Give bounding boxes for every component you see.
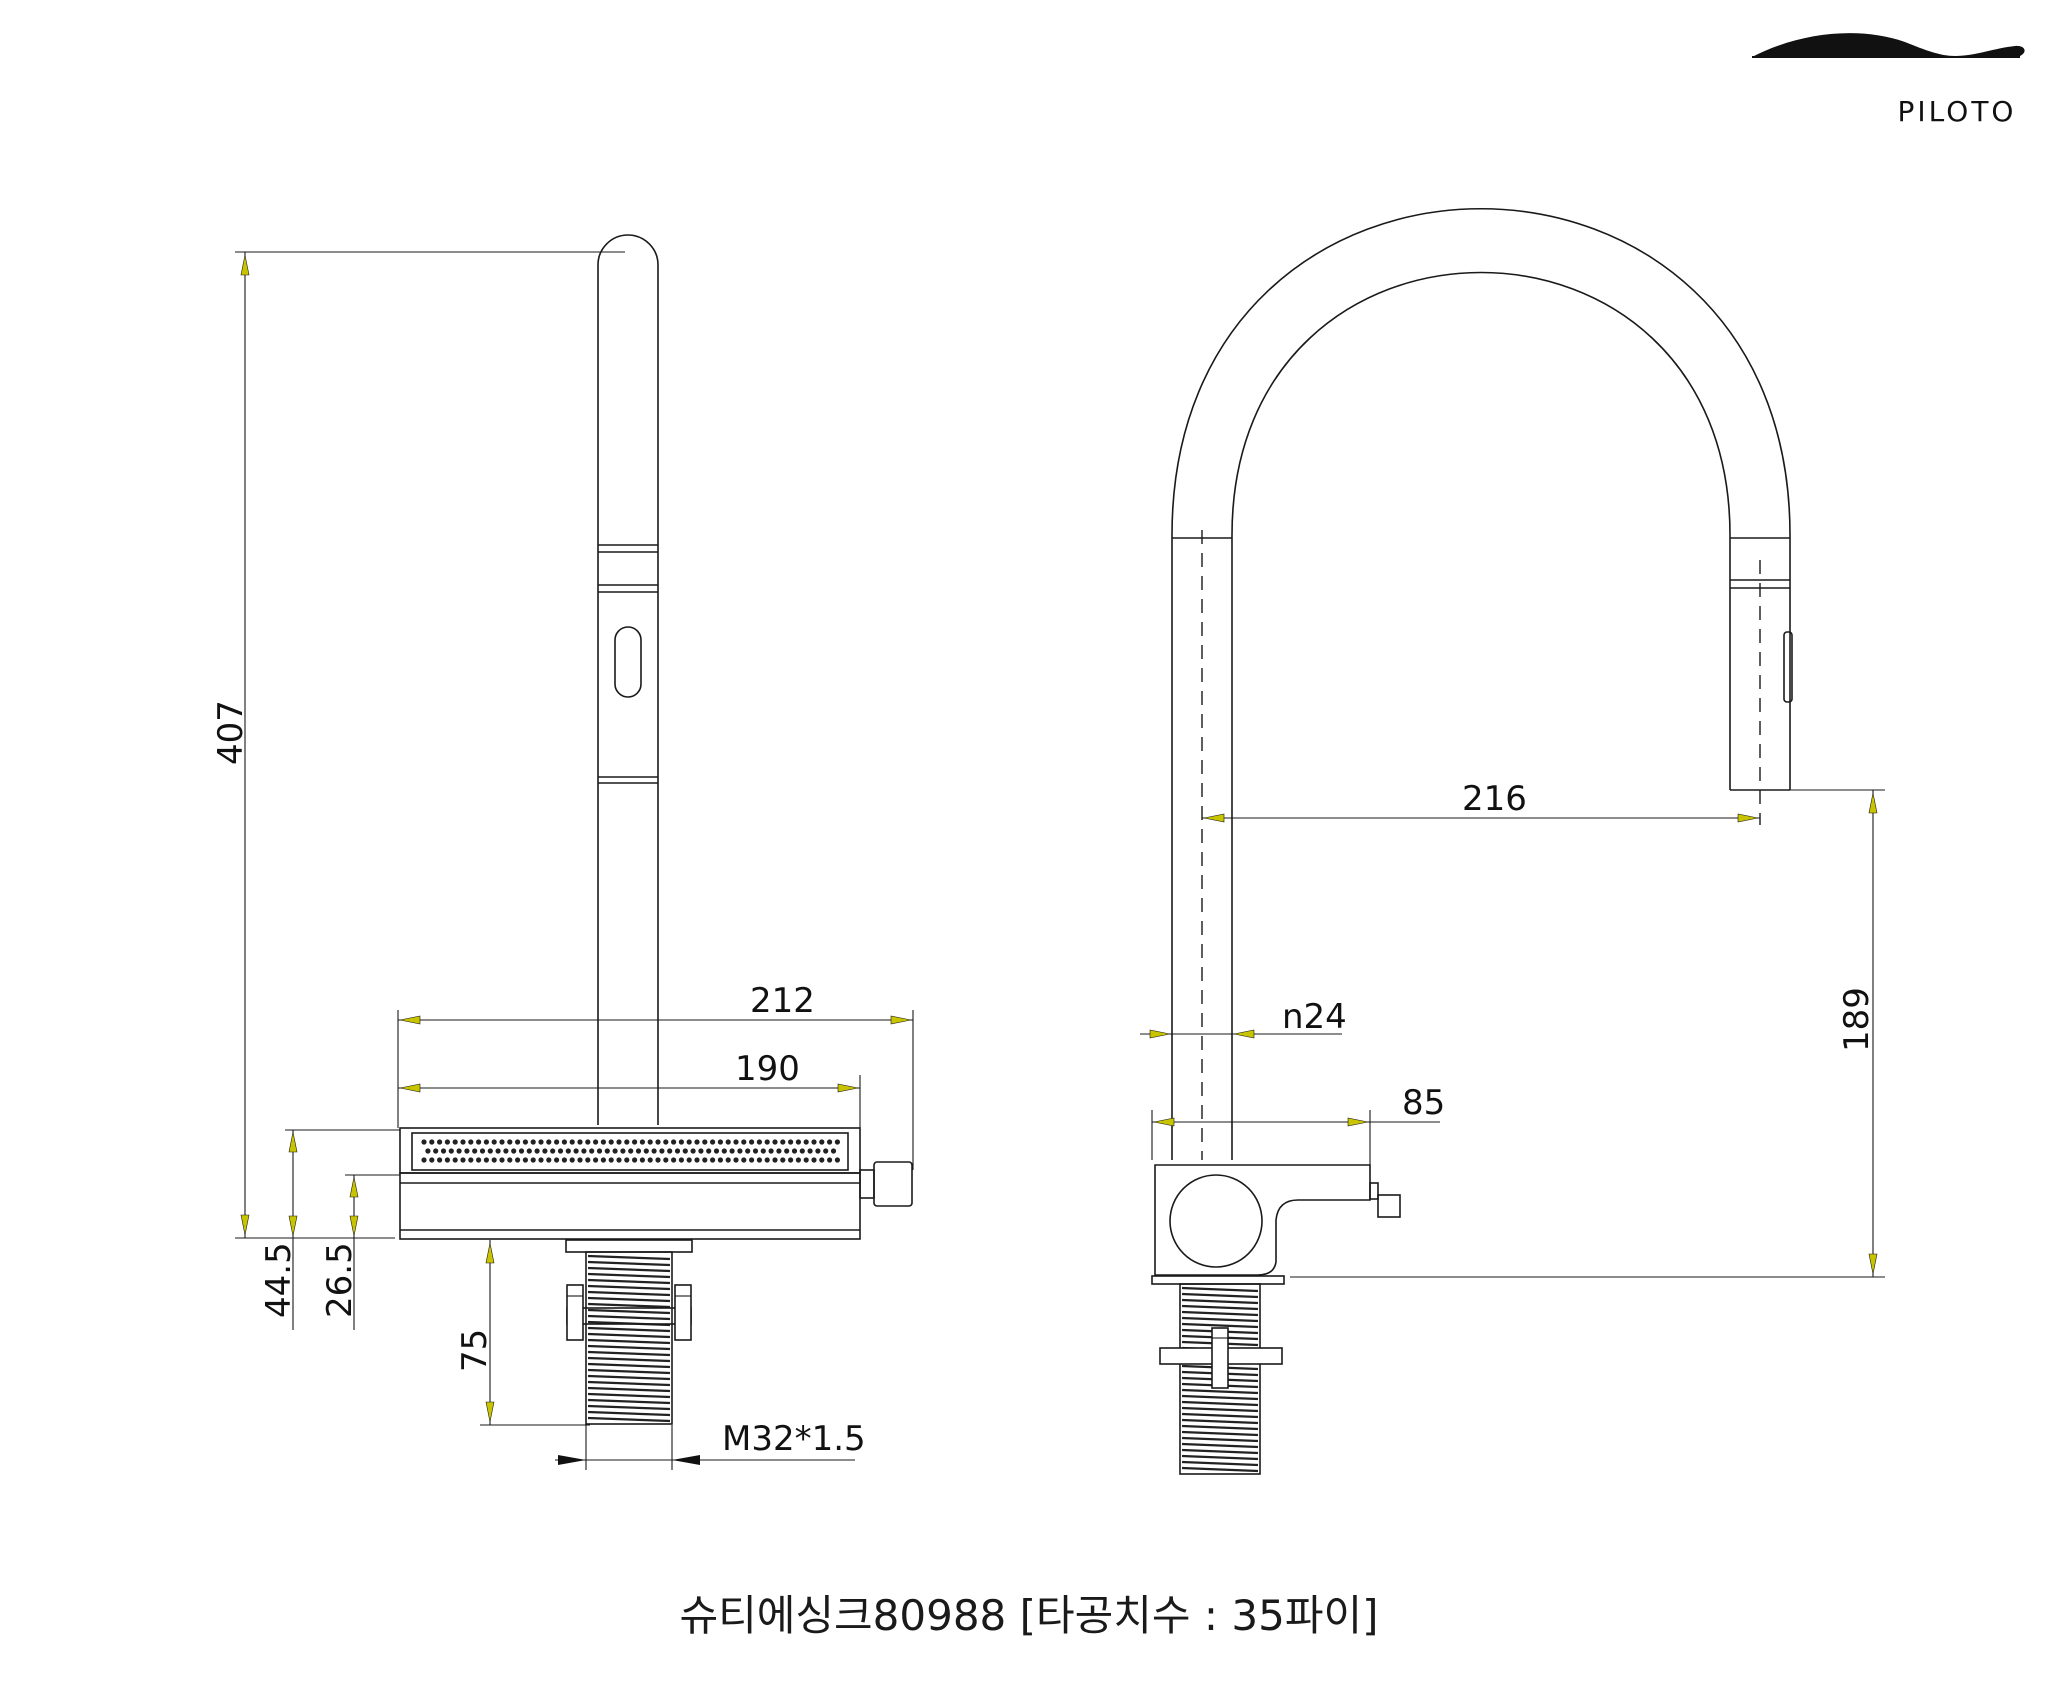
aerator-holes: [421, 1139, 841, 1163]
spray-button-icon: [614, 626, 642, 698]
side-view: [399, 234, 913, 1425]
brand-name: PILOTO: [1897, 95, 2017, 128]
dim-base-height: 44.5: [259, 1242, 299, 1318]
dim-total-height: 407: [211, 700, 251, 765]
dim-body-height: 26.5: [320, 1242, 360, 1318]
dim-shank-length: 75: [455, 1329, 495, 1372]
dim-reach: 216: [1462, 779, 1527, 819]
dim-spout-clearance: 189: [1837, 987, 1877, 1052]
dim-tray-width: 190: [735, 1049, 800, 1089]
front-view: [1151, 208, 1793, 1475]
front-view-dimensions: 216 n24 85 189: [1140, 779, 1885, 1278]
dim-thread: M32*1.5: [722, 1419, 866, 1459]
dim-tube-diameter: n24: [1282, 997, 1347, 1037]
piloto-logo: [1752, 33, 2025, 58]
dim-top-width: 212: [750, 981, 815, 1021]
thread-left: [587, 1254, 671, 1423]
side-view-dimensions: 407 212 190 44.5 26.5 75 M32*1.5: [211, 251, 914, 1470]
dim-body-offset: 85: [1402, 1083, 1445, 1123]
product-caption: 슈티에싱크80988 [타공치수 : 35파이]: [679, 1591, 1379, 1640]
